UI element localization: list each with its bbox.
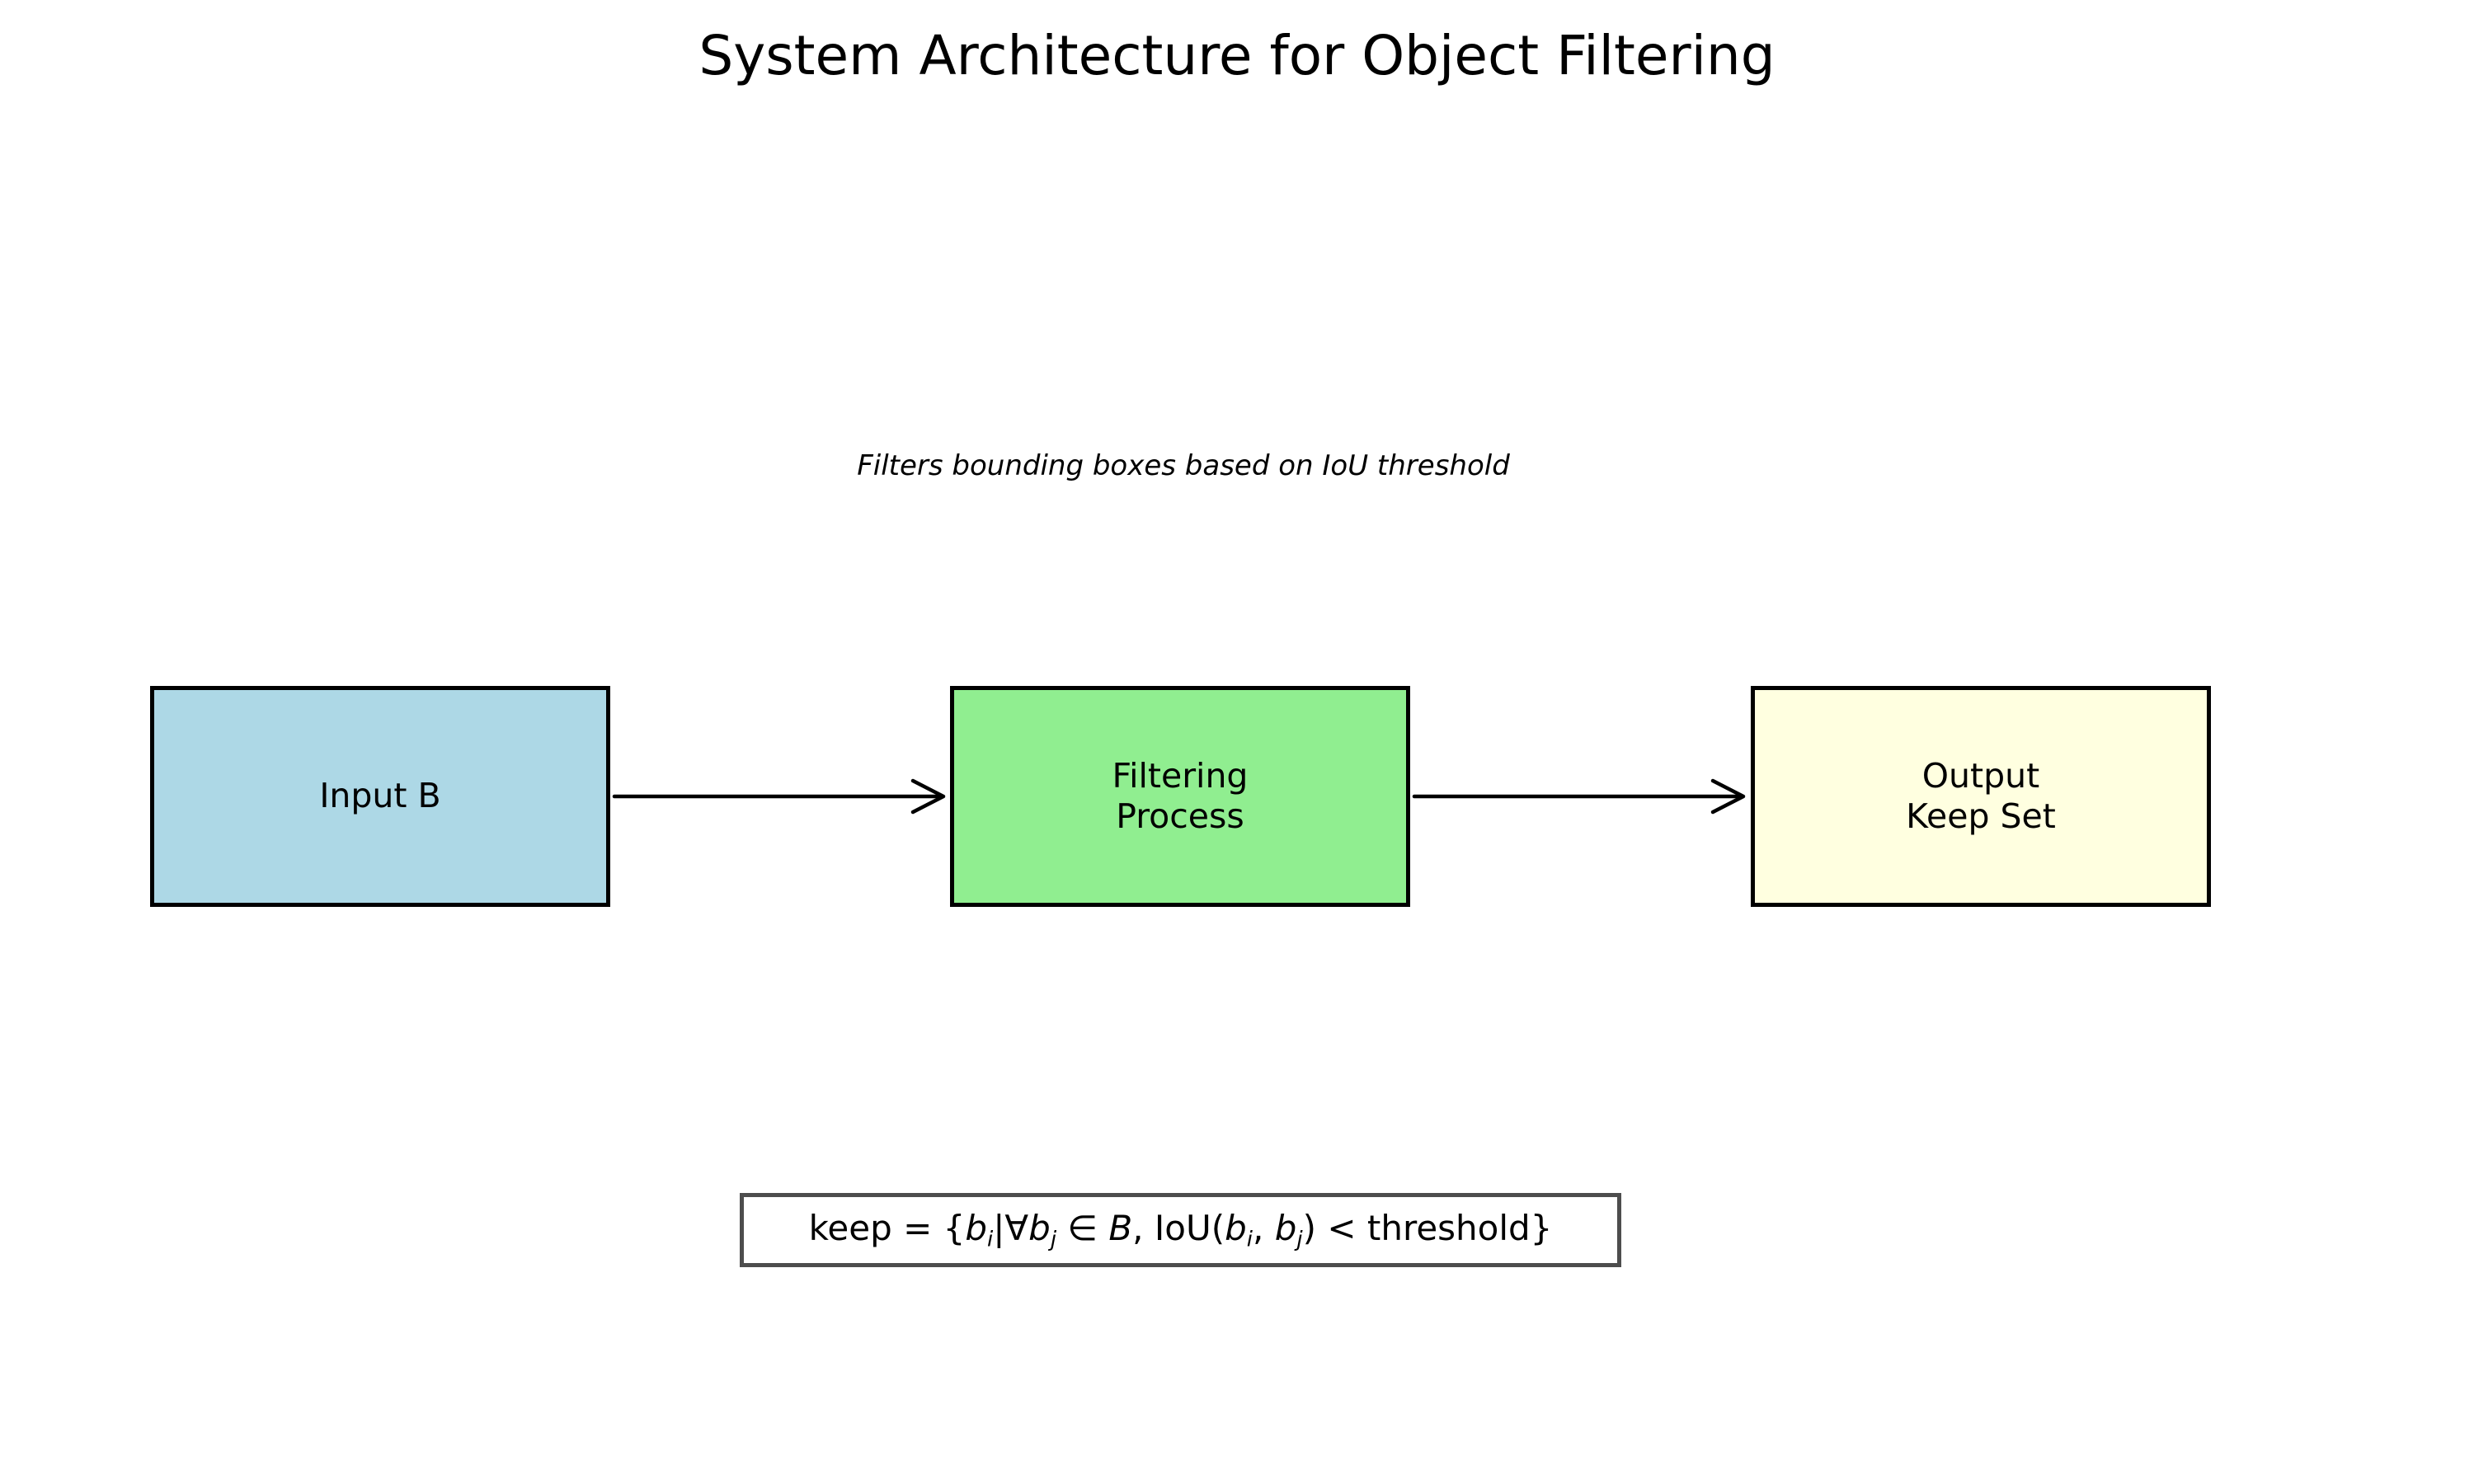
arrow-process-to-output-head: [1710, 778, 1746, 815]
node-output-keep-set-label-line1: Output: [1921, 755, 2040, 796]
node-input-b: Input B: [150, 686, 610, 907]
iou-formula-box: keep = {bi|∀bj ∈ B, IoU(bi, bj) < thresh…: [740, 1193, 1621, 1267]
arrow-process-to-output: [1412, 778, 1746, 815]
node-output-keep-set: Output Keep Set: [1751, 686, 2211, 907]
node-filtering-process: Filtering Process: [950, 686, 1410, 907]
iou-formula-text: keep = {bi|∀bj ∈ B, IoU(bi, bj) < thresh…: [808, 1208, 1553, 1252]
node-input-b-label: Input B: [319, 776, 441, 816]
arrow-input-to-process-head: [910, 778, 946, 815]
figure-subtitle: Filters bounding boxes based on IoU thre…: [857, 449, 1510, 482]
figure-title: System Architecture for Object Filtering: [698, 24, 1776, 87]
node-filtering-process-label-line1: Filtering: [1112, 755, 1249, 796]
node-filtering-process-label-line2: Process: [1116, 796, 1244, 836]
node-output-keep-set-label-line2: Keep Set: [1906, 796, 2056, 836]
arrow-input-to-process: [612, 778, 946, 815]
